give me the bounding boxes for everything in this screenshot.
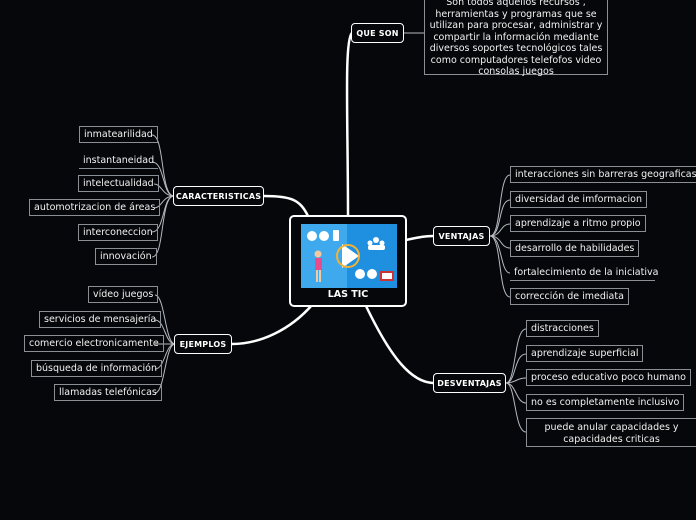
- link-desventajas: [364, 304, 435, 385]
- topic-ventajas[interactable]: VENTAJAS: [433, 226, 490, 246]
- ventaja-item[interactable]: interacciones sin barreras geograficas: [510, 166, 696, 183]
- caracteristica-item[interactable]: innovación: [95, 248, 157, 265]
- central-title: LAS TIC: [327, 289, 369, 300]
- caracteristica-item[interactable]: interconeccion: [78, 224, 158, 241]
- desventaja-item[interactable]: puede anular capacidades y capacidades c…: [526, 418, 696, 447]
- ejemplo-item[interactable]: comercio electronicamente: [24, 335, 164, 352]
- desventaja-item[interactable]: no es completamente inclusivo: [526, 394, 685, 411]
- ejemplo-item[interactable]: vídeo juegos: [88, 286, 159, 303]
- que-son-description[interactable]: Son todos aquellos recursos , herramient…: [424, 0, 608, 77]
- topic-caracteristicas[interactable]: CARACTERISTICAS: [173, 186, 264, 206]
- caracteristica-item[interactable]: automotrizacion de áreas: [29, 199, 161, 216]
- link-ejemplos: [230, 303, 314, 346]
- desventaja-item[interactable]: aprendizaje superficial: [526, 345, 644, 362]
- link-caracteristicas: [262, 194, 310, 218]
- ventaja-item[interactable]: corrección de imediata: [510, 288, 629, 305]
- desventaja-item[interactable]: proceso educativo poco humano: [526, 369, 691, 386]
- ventaja-item[interactable]: aprendizaje a ritmo propio: [510, 215, 646, 232]
- link-que-son: [345, 31, 354, 218]
- topic-ejemplos[interactable]: EJEMPLOS: [174, 334, 232, 354]
- caracteristica-item[interactable]: intelectualidad: [78, 175, 159, 192]
- central-topic[interactable]: LAS TIC: [289, 215, 407, 307]
- ventaja-item[interactable]: fortalecimiento de la iniciativa: [510, 264, 658, 281]
- ejemplo-item[interactable]: búsqueda de información: [31, 360, 162, 377]
- ventaja-item[interactable]: diversidad de imformacion: [510, 191, 647, 208]
- ejemplo-item[interactable]: llamadas telefónicas: [54, 384, 162, 401]
- desventaja-item[interactable]: distracciones: [526, 320, 599, 337]
- link-ventajas: [404, 234, 435, 242]
- caracteristica-item[interactable]: inmatearilidad: [79, 126, 158, 143]
- ventaja-item[interactable]: desarrollo de habilidades: [510, 240, 640, 257]
- topic-desventajas[interactable]: DESVENTAJAS: [433, 373, 506, 393]
- caracteristica-item[interactable]: instantaneidad: [79, 152, 159, 169]
- tic-illustration-icon: [301, 224, 397, 288]
- ejemplo-item[interactable]: servicios de mensajería: [39, 311, 162, 328]
- topic-que-son[interactable]: QUE SON: [351, 23, 404, 43]
